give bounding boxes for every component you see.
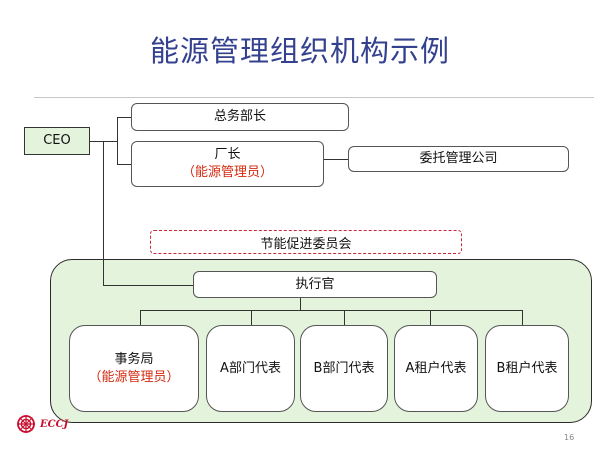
connector-to-department-5 <box>522 310 523 325</box>
eccj-logo-icon <box>17 415 35 433</box>
connector-to-department-1 <box>140 310 141 325</box>
department-box-a-dept: A部门代表 <box>206 325 295 412</box>
factory-manager-role: （能源管理员） <box>181 165 273 180</box>
connector-to-general-affairs <box>117 117 131 118</box>
committee-label: 节能促进委员会 <box>260 236 352 252</box>
department-title: A部门代表 <box>220 360 281 376</box>
department-role: （能源管理员） <box>88 369 180 385</box>
executive-label: 执行官 <box>295 276 335 292</box>
department-box-b-dept: B部门代表 <box>300 325 388 412</box>
executive-box: 执行官 <box>193 271 437 298</box>
title-divider <box>34 97 594 98</box>
connector-trunk-to-branch <box>103 141 118 142</box>
eccj-logo-text: ECCJ <box>40 418 69 430</box>
connector-to-factory-manager <box>117 164 131 165</box>
department-box-a-tenant: A租户代表 <box>394 325 478 412</box>
connector-ceo-to-trunk <box>90 141 104 142</box>
connector-factory-to-outsourced <box>324 159 348 160</box>
slide-title: 能源管理组织机构示例 <box>149 34 450 68</box>
connector-to-department-4 <box>430 310 431 325</box>
factory-manager-box: 厂长 （能源管理员） <box>131 141 324 187</box>
department-title: A租户代表 <box>405 360 467 376</box>
department-title: 事务局 <box>114 351 154 367</box>
general-affairs-label: 总务部长 <box>213 109 266 125</box>
connector-department-bus <box>140 310 522 311</box>
department-title: B租户代表 <box>496 360 558 376</box>
eccj-logo: ECCJ <box>16 414 68 434</box>
connector-executive-down <box>300 298 301 310</box>
ceo-label: CEO <box>43 133 71 149</box>
connector-trunk-to-executive <box>103 285 193 286</box>
connector-to-department-2 <box>251 310 252 325</box>
committee-box: 节能促进委员会 <box>150 230 462 254</box>
outsourced-company-label: 委托管理公司 <box>419 151 498 167</box>
ceo-box: CEO <box>24 127 90 155</box>
general-affairs-box: 总务部长 <box>131 103 349 131</box>
page-number: 16 <box>564 433 575 442</box>
factory-manager-title: 厂长 <box>214 147 241 163</box>
department-box-b-tenant: B租户代表 <box>485 325 569 412</box>
department-title: B部门代表 <box>313 360 375 376</box>
department-box-secretariat: 事务局 （能源管理员） <box>69 325 199 412</box>
connector-ceo-trunk <box>103 141 104 285</box>
connector-to-department-3 <box>344 310 345 325</box>
outsourced-company-box: 委托管理公司 <box>348 146 569 172</box>
